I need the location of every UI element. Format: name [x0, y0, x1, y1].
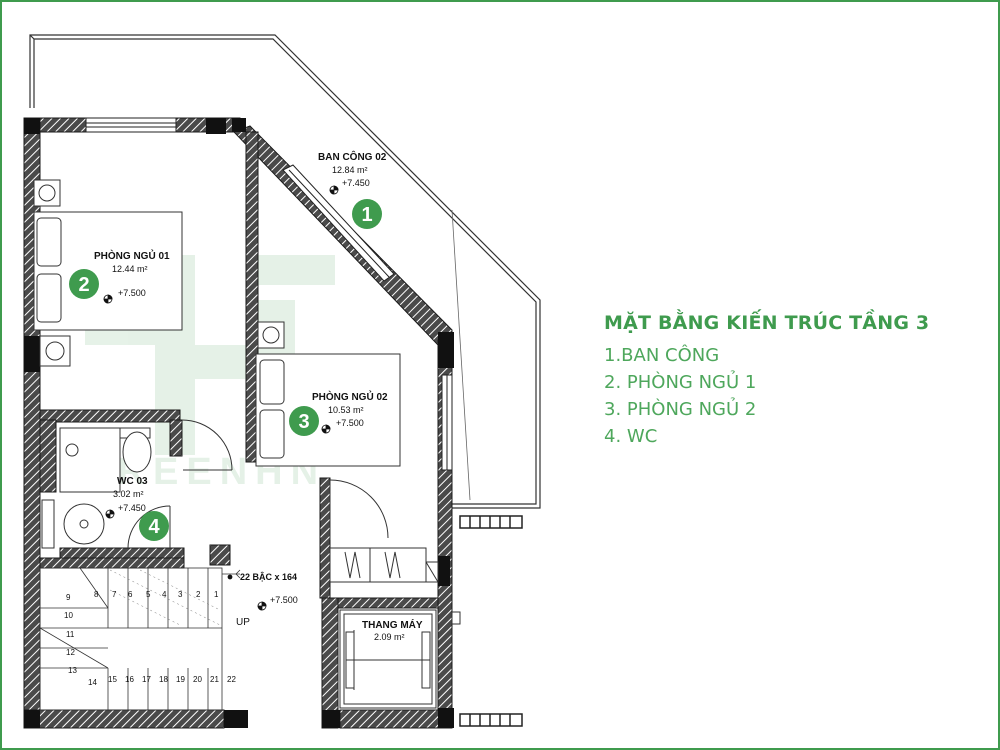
- room-labels: BAN CÔNG 02 12.84 m² +7.450 PHÒNG NGỦ 01…: [94, 150, 423, 642]
- balcony-edge-line: [451, 209, 471, 501]
- step-4: 4: [162, 590, 167, 599]
- elevator-name: THANG MÁY: [362, 618, 423, 631]
- step-8: 8: [94, 590, 99, 599]
- balcony-name: BAN CÔNG 02: [318, 150, 387, 163]
- wc-area: 3.02 m²: [113, 489, 144, 499]
- step-19: 19: [176, 675, 185, 684]
- step-11: 11: [66, 630, 75, 639]
- step-6: 6: [128, 590, 133, 599]
- bedroom1-level: +7.500: [118, 288, 146, 298]
- bedroom2-level: +7.500: [336, 418, 364, 428]
- wc-fixtures: [41, 427, 152, 549]
- svg-text:3: 3: [298, 411, 309, 433]
- bedroom2-area: 10.53 m²: [328, 405, 364, 415]
- level-symbols: [103, 185, 339, 611]
- windows: [85, 117, 453, 471]
- bedroom2-name: PHÒNG NGỦ 02: [312, 390, 388, 403]
- step-22: 22: [227, 675, 236, 684]
- step-20: 20: [193, 675, 202, 684]
- columns: [24, 118, 454, 728]
- wc-name: WC 03: [117, 476, 148, 487]
- legend-title: MẶT BẰNG KIẾN TRÚC TẦNG 3: [604, 312, 930, 334]
- wc-level: +7.450: [118, 503, 146, 513]
- svg-text:1: 1: [361, 204, 372, 226]
- legend-item-bedroom-1: 2. PHÒNG NGỦ 1: [604, 372, 757, 393]
- step-2: 2: [196, 590, 201, 599]
- marker-4: 4: [139, 511, 169, 541]
- stairs-up: UP: [236, 617, 250, 628]
- step-15: 15: [108, 675, 117, 684]
- stairs-name: 22 BẬC x 164: [240, 571, 297, 582]
- marker-1: 1: [352, 199, 382, 229]
- legend-item-bedroom-2: 3. PHÒNG NGỦ 2: [604, 399, 757, 420]
- svg-text:2: 2: [78, 274, 89, 296]
- bed-2: [255, 353, 401, 467]
- step-12: 12: [66, 648, 75, 657]
- balcony-level: +7.450: [342, 178, 370, 188]
- step-16: 16: [125, 675, 134, 684]
- staircase: [39, 567, 241, 711]
- ac-units: [33, 179, 285, 367]
- elevator-car: [339, 609, 461, 709]
- step-10: 10: [64, 611, 73, 620]
- stairs-level: +7.500: [270, 595, 298, 605]
- step-17: 17: [142, 675, 151, 684]
- doors: [127, 419, 389, 549]
- bed-1: [33, 211, 183, 331]
- balcony-railing: [29, 34, 541, 509]
- bedroom1-name: PHÒNG NGỦ 01: [94, 249, 170, 262]
- svg-text:4: 4: [148, 516, 160, 538]
- step-21: 21: [210, 675, 219, 684]
- stair-step-numbers: 1 2 3 4 5 6 7 8 9 10 11 12 13 14 15 16 1…: [64, 590, 236, 687]
- step-13: 13: [68, 666, 77, 675]
- floor-plan: GREENHN: [23, 34, 541, 729]
- marker-3: 3: [289, 406, 319, 436]
- stair-hatch: [109, 569, 221, 626]
- step-1: 1: [214, 590, 219, 599]
- step-7: 7: [112, 590, 117, 599]
- marker-2: 2: [69, 269, 99, 299]
- bedroom1-area: 12.44 m²: [112, 264, 148, 274]
- balcony-area: 12.84 m²: [332, 165, 368, 175]
- step-14: 14: [88, 678, 97, 687]
- legend-item-wc: 4. WC: [604, 426, 658, 447]
- cabinet: [329, 547, 439, 583]
- step-3: 3: [178, 590, 183, 599]
- elevator-area: 2.09 m²: [374, 632, 405, 642]
- step-9: 9: [66, 593, 71, 602]
- legend: MẶT BẰNG KIẾN TRÚC TẦNG 3 1.BAN CÔNG 2. …: [604, 312, 929, 450]
- step-5: 5: [146, 590, 151, 599]
- wall-ticks: [459, 515, 523, 727]
- step-18: 18: [159, 675, 168, 684]
- legend-item-balcony: 1.BAN CÔNG: [604, 345, 720, 366]
